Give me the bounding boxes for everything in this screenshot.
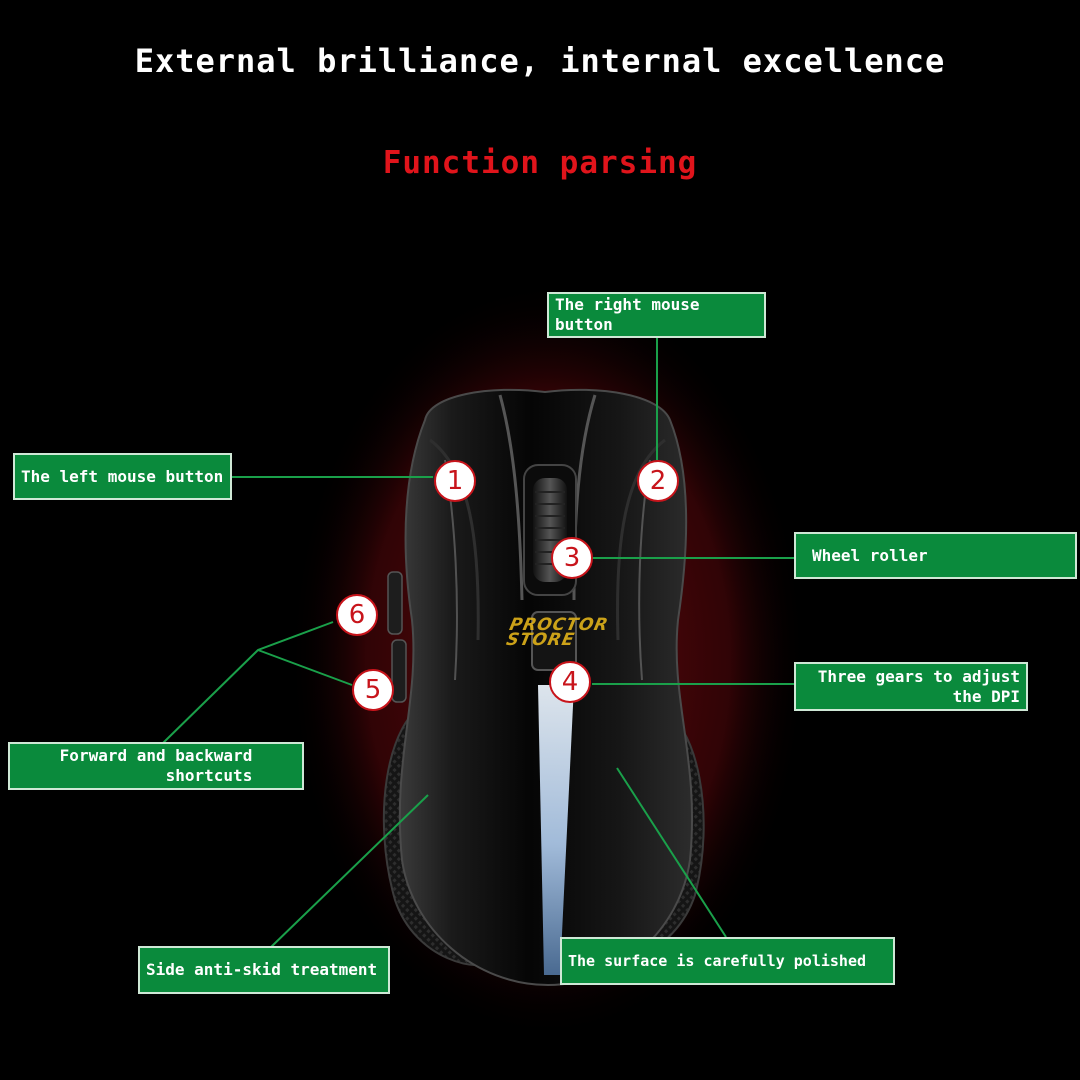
label-dpi-gears: Three gears to adjust the DPI [794,662,1028,711]
label-shortcuts: Forward and backward shortcuts [8,742,304,790]
right-ridge [616,438,666,641]
side-button-back [391,639,407,703]
leader-lines [162,338,796,949]
marker-4: 4 [549,661,591,703]
marker-3: 3 [551,537,593,579]
label-wheel-roller: Wheel roller [794,532,1077,579]
leader-shortcuts-b [257,649,353,686]
left-groove [498,394,524,601]
label-left-mouse-button: The left mouse button [13,453,232,500]
label-polished-surface: The surface is carefully polished [560,937,895,985]
label-anti-skid: Side anti-skid treatment [138,946,390,994]
marker-1: 1 [434,460,476,502]
leader-antiskid [269,794,429,949]
brand-logo: PROCTOR STORE [504,615,634,650]
left-ridge [429,438,480,641]
marker-5: 5 [352,669,394,711]
label-right-mouse-button: The right mouse button [547,292,766,338]
light-stripe [538,685,574,975]
leader-surface [616,767,727,938]
marker-6: 6 [336,594,378,636]
marker-2: 2 [637,460,679,502]
page-title: External brilliance, internal excellence [134,42,946,80]
section-subtitle: Function parsing [382,145,698,181]
brand-logo-text: PROCTOR STORE [504,615,611,650]
side-button-forward [387,571,403,635]
